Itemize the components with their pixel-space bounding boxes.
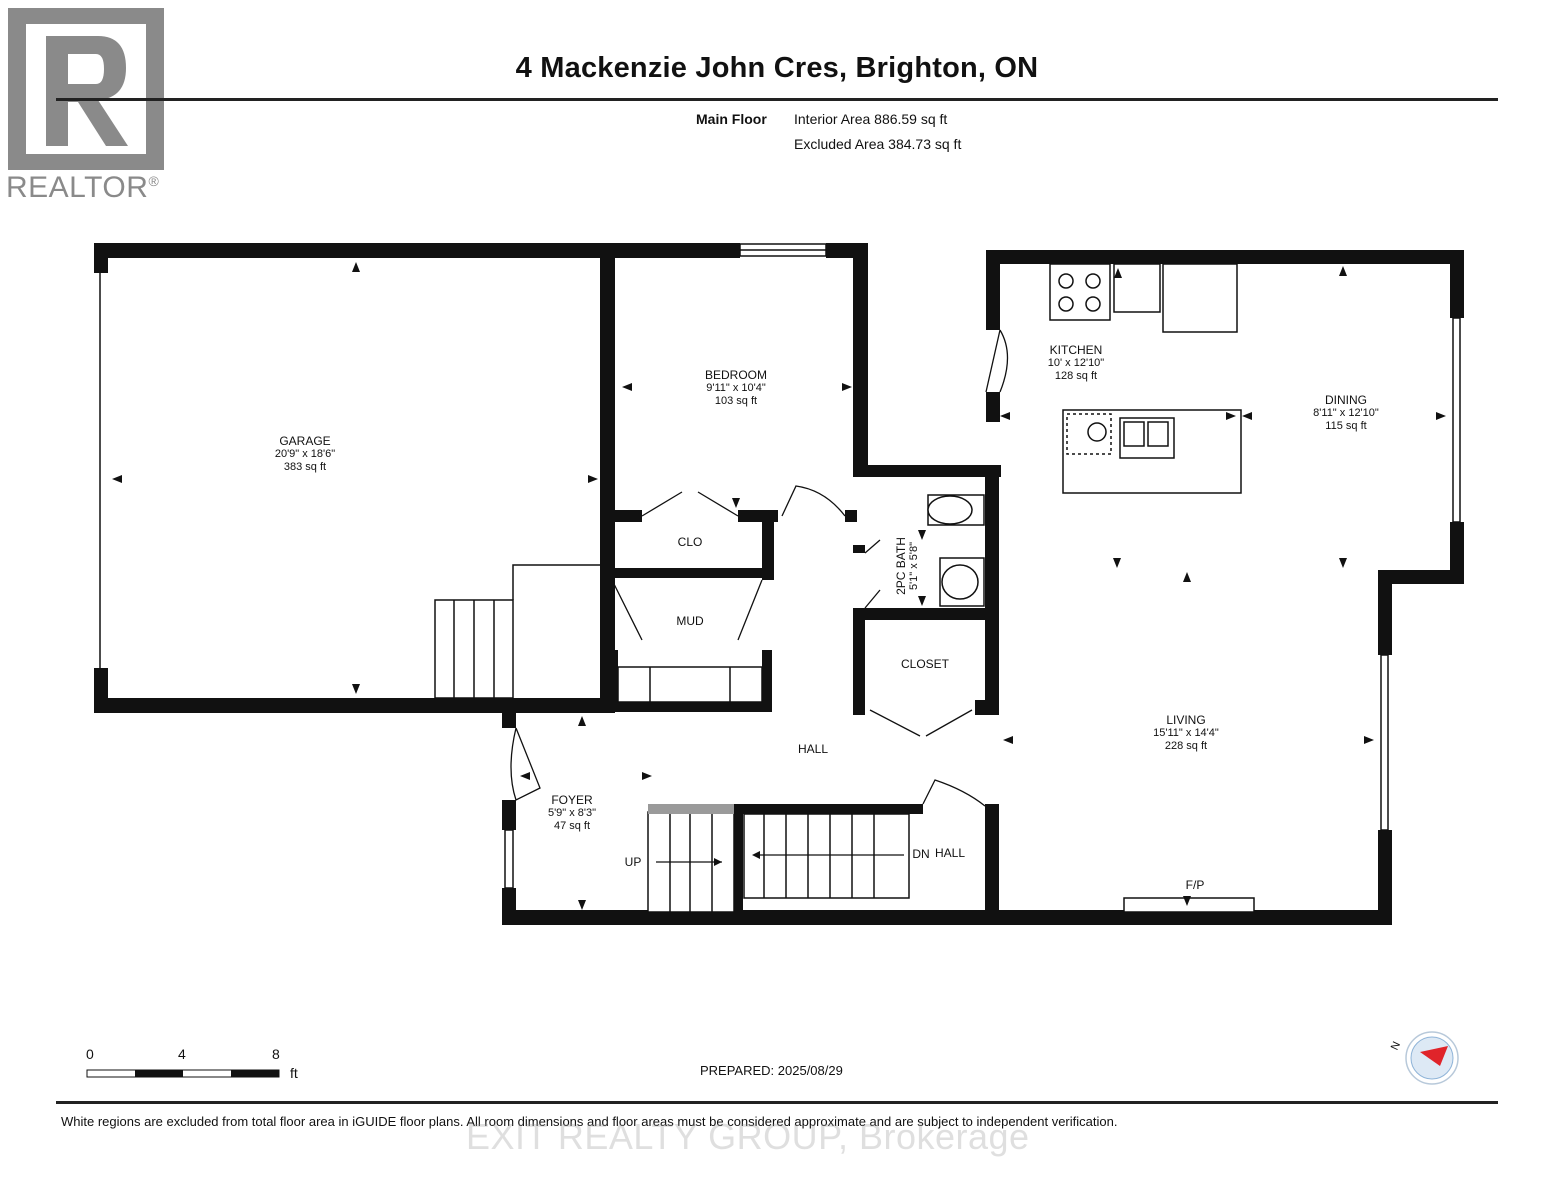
room-name: FOYER: [551, 793, 593, 807]
room-dims: 8'11" x 12'10": [1313, 407, 1379, 419]
fireplace-label: F/P: [1185, 878, 1205, 892]
room-name: GARAGE: [279, 434, 331, 448]
room-bath: 2PC BATH 5'1" x 5'8": [894, 516, 921, 616]
room-dims: 9'11" x 10'4": [706, 382, 766, 394]
stair-down-label: DN: [912, 847, 930, 861]
scale-bar: 0 4 8 ft: [84, 1046, 314, 1086]
excluded-area: Excluded Area 384.73 sq ft: [794, 136, 962, 152]
room-foyer: FOYER 5'9" x 8'3" 47 sq ft: [532, 794, 612, 833]
realtor-logo-mark: [8, 8, 164, 170]
footer-divider: [56, 1101, 1498, 1104]
prepared-date: PREPARED: 2025/08/29: [700, 1063, 843, 1078]
room-bedroom: BEDROOM 9'11" x 10'4" 103 sq ft: [686, 369, 786, 408]
brokerage-watermark: EXIT REALTY GROUP, Brokerage: [466, 1116, 1030, 1157]
stair-up-label: UP: [624, 855, 642, 869]
disclaimer-text: White regions are excluded from total fl…: [61, 1114, 1118, 1129]
room-name: KITCHEN: [1049, 343, 1103, 357]
room-dims: 5'1" x 5'8": [908, 541, 920, 591]
realtor-logo-text: REALTOR®: [6, 171, 160, 204]
room-living: LIVING 15'11" x 14'4" 228 sq ft: [1136, 714, 1236, 753]
room-dims: 15'11" x 14'4": [1153, 727, 1219, 739]
compass: N: [1389, 1030, 1464, 1086]
room-hall: HALL: [797, 742, 829, 756]
scale-tick-4: 4: [178, 1046, 186, 1062]
room-name: BEDROOM: [704, 368, 767, 382]
room-area: 383 sq ft: [283, 461, 327, 473]
room-name: DINING: [1325, 393, 1367, 407]
page-title: 4 Mackenzie John Cres, Brighton, ON: [515, 52, 1039, 84]
room-area: 115 sq ft: [1325, 420, 1367, 432]
room-garage: GARAGE 20'9" x 18'6" 383 sq ft: [255, 435, 355, 474]
room-closet: CLOSET: [900, 657, 949, 671]
scale-graphic: [86, 1069, 280, 1078]
compass-icon: [1405, 1031, 1459, 1085]
scale-tick-8: 8: [272, 1046, 280, 1062]
room-name: LIVING: [1166, 713, 1206, 727]
room-area: 228 sq ft: [1164, 740, 1208, 752]
room-area: 103 sq ft: [714, 395, 758, 407]
room-area: 47 sq ft: [553, 820, 591, 832]
room-hall-lower: HALL: [934, 846, 966, 860]
interior-area: Interior Area 886.59 sq ft: [794, 111, 948, 127]
room-mud: MUD: [676, 614, 704, 628]
floor-label: Main Floor: [696, 111, 767, 127]
realtor-logo: REALTOR®: [6, 6, 186, 211]
room-dims: 10' x 12'10": [1047, 357, 1105, 369]
header-divider: [56, 98, 1498, 101]
room-area: 128 sq ft: [1054, 370, 1098, 382]
room-dims: 5'9" x 8'3": [547, 807, 597, 819]
scale-tick-0: 0: [86, 1046, 94, 1062]
scale-unit: ft: [290, 1065, 298, 1081]
room-dining: DINING 8'11" x 12'10" 115 sq ft: [1296, 394, 1396, 433]
room-clo: CLO: [677, 535, 703, 549]
room-kitchen: KITCHEN 10' x 12'10" 128 sq ft: [1026, 344, 1126, 383]
room-dims: 20'9" x 18'6": [274, 448, 336, 460]
room-name: 2PC BATH: [894, 537, 908, 595]
